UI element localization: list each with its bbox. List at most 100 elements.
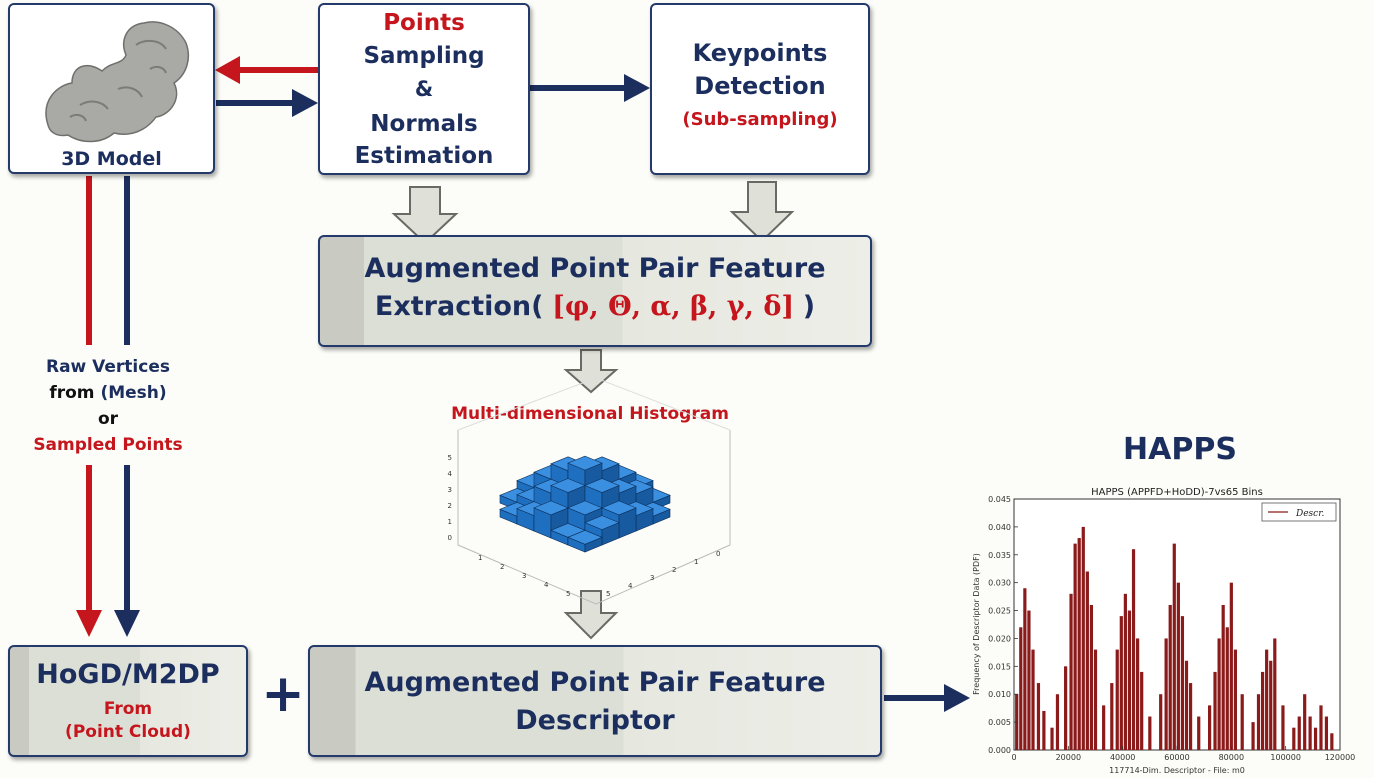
extraction-paren-close: ) [802,291,816,322]
chart-bar [1313,727,1318,750]
y-tick-label: 0.005 [988,718,1011,727]
y-tick-label: 0.020 [988,634,1011,643]
model-box: 3D Model [8,3,215,174]
keypoints-line3: (Sub-sampling) [682,109,838,130]
descriptor-line2: Descriptor [515,705,675,736]
chart-bar [1023,588,1027,750]
chart-bar [1176,582,1180,750]
extraction-box: Augmented Point Pair Feature Extraction(… [318,235,872,347]
side-label-line4: Sampled Points [33,435,183,455]
chart-bar [1064,666,1068,750]
x-tick-label: 60000 [1164,753,1189,762]
sampling-box: Points Sampling & Normals Estimation [318,3,530,175]
chart-bar [1240,694,1244,750]
histogram-z-tick: 0 [448,534,452,542]
arrow-to-model-head [215,56,240,84]
extraction-paren-open: ( [531,291,544,322]
protein-model-image [45,21,190,143]
histogram-grid-line [457,377,597,431]
chart-bar [1159,694,1163,750]
histogram-z-tick: 1 [448,518,452,526]
histogram-y-tick: 4 [628,582,633,590]
keypoints-line1: Keypoints [692,39,828,67]
y-tick-label: 0.010 [988,690,1011,699]
histogram-bar-top [601,500,637,516]
histogram-y-tick: 3 [650,574,654,582]
x-tick-label: 0 [1011,753,1016,762]
model-label: 3D Model [61,148,162,170]
keypoints-line2: Detection [694,72,826,100]
chart-bar [1260,671,1265,750]
chart-bar [1188,683,1193,750]
chart-bar [1085,571,1089,750]
chart-bar [1324,716,1329,750]
hogd-box: HoGD/M2DP From (Point Cloud) [8,645,248,757]
sampling-line1: Points [383,10,465,36]
chart-ylabel: Frequency of Descriptor Data (PDF) [972,553,981,695]
chart-bar [1027,610,1031,750]
histogram-bar-top [550,478,586,493]
chart-bar [1110,683,1114,750]
arrow-to-sampling-head [292,89,318,117]
x-tick-label: 100000 [1270,753,1301,762]
histogram-bar-top [584,478,620,493]
extraction-line1: Augmented Point Pair Feature [364,253,826,284]
chart-bar [1273,638,1277,750]
chart-bar [1164,638,1168,750]
chart-bar [1251,722,1255,750]
chart-bar [1136,638,1140,750]
chart-bar [1102,705,1106,750]
x-tick-label: 120000 [1325,753,1356,762]
chart-bar [1233,649,1238,750]
chart-bar [1050,727,1054,750]
chart-bar [1319,705,1323,750]
x-tick-label: 40000 [1110,753,1135,762]
chart-bar [1055,694,1060,750]
chart-bar [1131,549,1136,750]
histogram-bar-top [567,500,603,516]
chart-bar [1019,627,1023,750]
chart-bar [1197,716,1201,750]
x-tick-label: 80000 [1219,753,1244,762]
chart-bar [1081,526,1085,750]
chart-bar [1042,710,1046,750]
chart-bar [1330,733,1334,750]
feature-tuple: [φ, Θ, α, β, γ, δ] [552,291,795,322]
extraction-line2-prefix: Extraction [374,291,532,322]
chart-bar [1308,716,1312,750]
histogram-z-tick: 2 [448,502,452,510]
histogram-grid-line [595,377,731,431]
chart-legend [1261,502,1337,522]
sampling-line5: Estimation [354,143,494,169]
chart-bar [1213,671,1217,750]
chart-bar [1031,649,1035,750]
chart-bar [1184,660,1189,750]
chart-bar [1217,638,1221,750]
chart-title: HAPPS (APPFD+HoDD)-7vs65 Bins [1091,487,1263,498]
chart-bar [1148,716,1152,750]
chart-bar [1077,538,1081,750]
histogram-bar-top [567,455,603,471]
hogd-title: HoGD/M2DP [36,659,220,690]
histogram-title: Multi-dimensional Histogram [451,404,729,424]
sampling-line4: Normals [370,111,478,137]
histogram-z-tick: 4 [448,470,453,478]
chart-bar [1115,649,1119,750]
chart-bar [1127,610,1132,750]
histogram-axis-frame [457,430,731,605]
chart-bar [1229,582,1233,750]
histogram-x-tick: 1 [478,554,482,562]
chart-bar [1172,543,1176,750]
sampling-line2: Sampling [363,43,485,69]
block-arrow-histogram [563,590,619,640]
y-tick-label: 0.045 [988,495,1011,504]
chart-bar [1119,616,1123,750]
histogram-x-tick: 5 [566,590,570,598]
chart-bar [1303,694,1307,750]
chart-bar [1073,543,1077,750]
histogram-z-tick: 3 [448,486,452,494]
side-label-mesh: (Mesh) [100,383,167,403]
y-tick-label: 0.015 [988,662,1011,671]
